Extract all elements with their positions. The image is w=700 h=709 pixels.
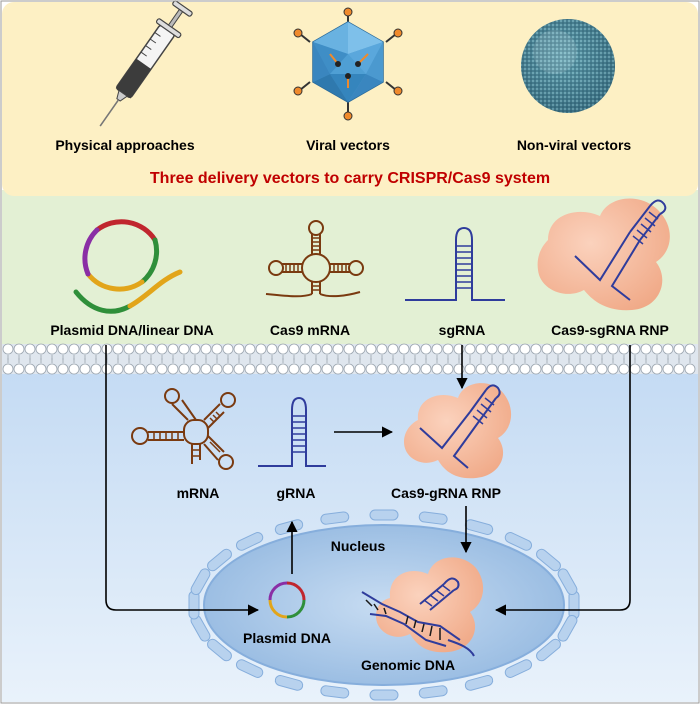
mrna-icon [131,388,236,470]
sgrna-label: sgRNA [439,322,486,338]
physical-approaches-label: Physical approaches [55,137,195,153]
header-caption: Three delivery vectors to carry CRISPR/C… [150,170,550,187]
non-viral-vectors-label: Non-viral vectors [517,137,632,153]
plasmid-dna-icon [268,581,306,619]
nucleus-title: Nucleus [331,538,386,554]
arrow-cas9-rnp-to-nucleus [494,345,631,616]
virus-icon [293,7,403,121]
cas9-grna-rnp-label: Cas9-gRNA RNP [391,485,501,501]
cas9-mrna-icon [265,220,364,298]
sgrna-icon [405,226,505,301]
cas9-sgrna-rnp-icon [537,198,670,311]
mrna-label: mRNA [177,485,220,501]
nanoparticle-icon [521,19,615,113]
plasmid-linear-dna-label: Plasmid DNA/linear DNA [50,322,213,338]
grna-icon [258,396,326,467]
plasmid-linear-dna-icon [73,219,183,314]
syringe-icon [99,0,193,127]
arrow-plasmid-to-nucleus [105,345,260,616]
grna-label: gRNA [277,485,316,501]
plasmid-dna-label: Plasmid DNA [243,630,331,646]
cas9-mrna-label: Cas9 mRNA [270,322,350,338]
viral-vectors-label: Viral vectors [306,137,390,153]
genomic-dna-rnp-icon [361,557,484,657]
cas9-sgrna-rnp-label: Cas9-sgRNA RNP [551,322,669,338]
cell-membrane [2,343,698,375]
genomic-dna-label: Genomic DNA [361,657,455,673]
cas9-grna-rnp-icon [404,383,512,479]
